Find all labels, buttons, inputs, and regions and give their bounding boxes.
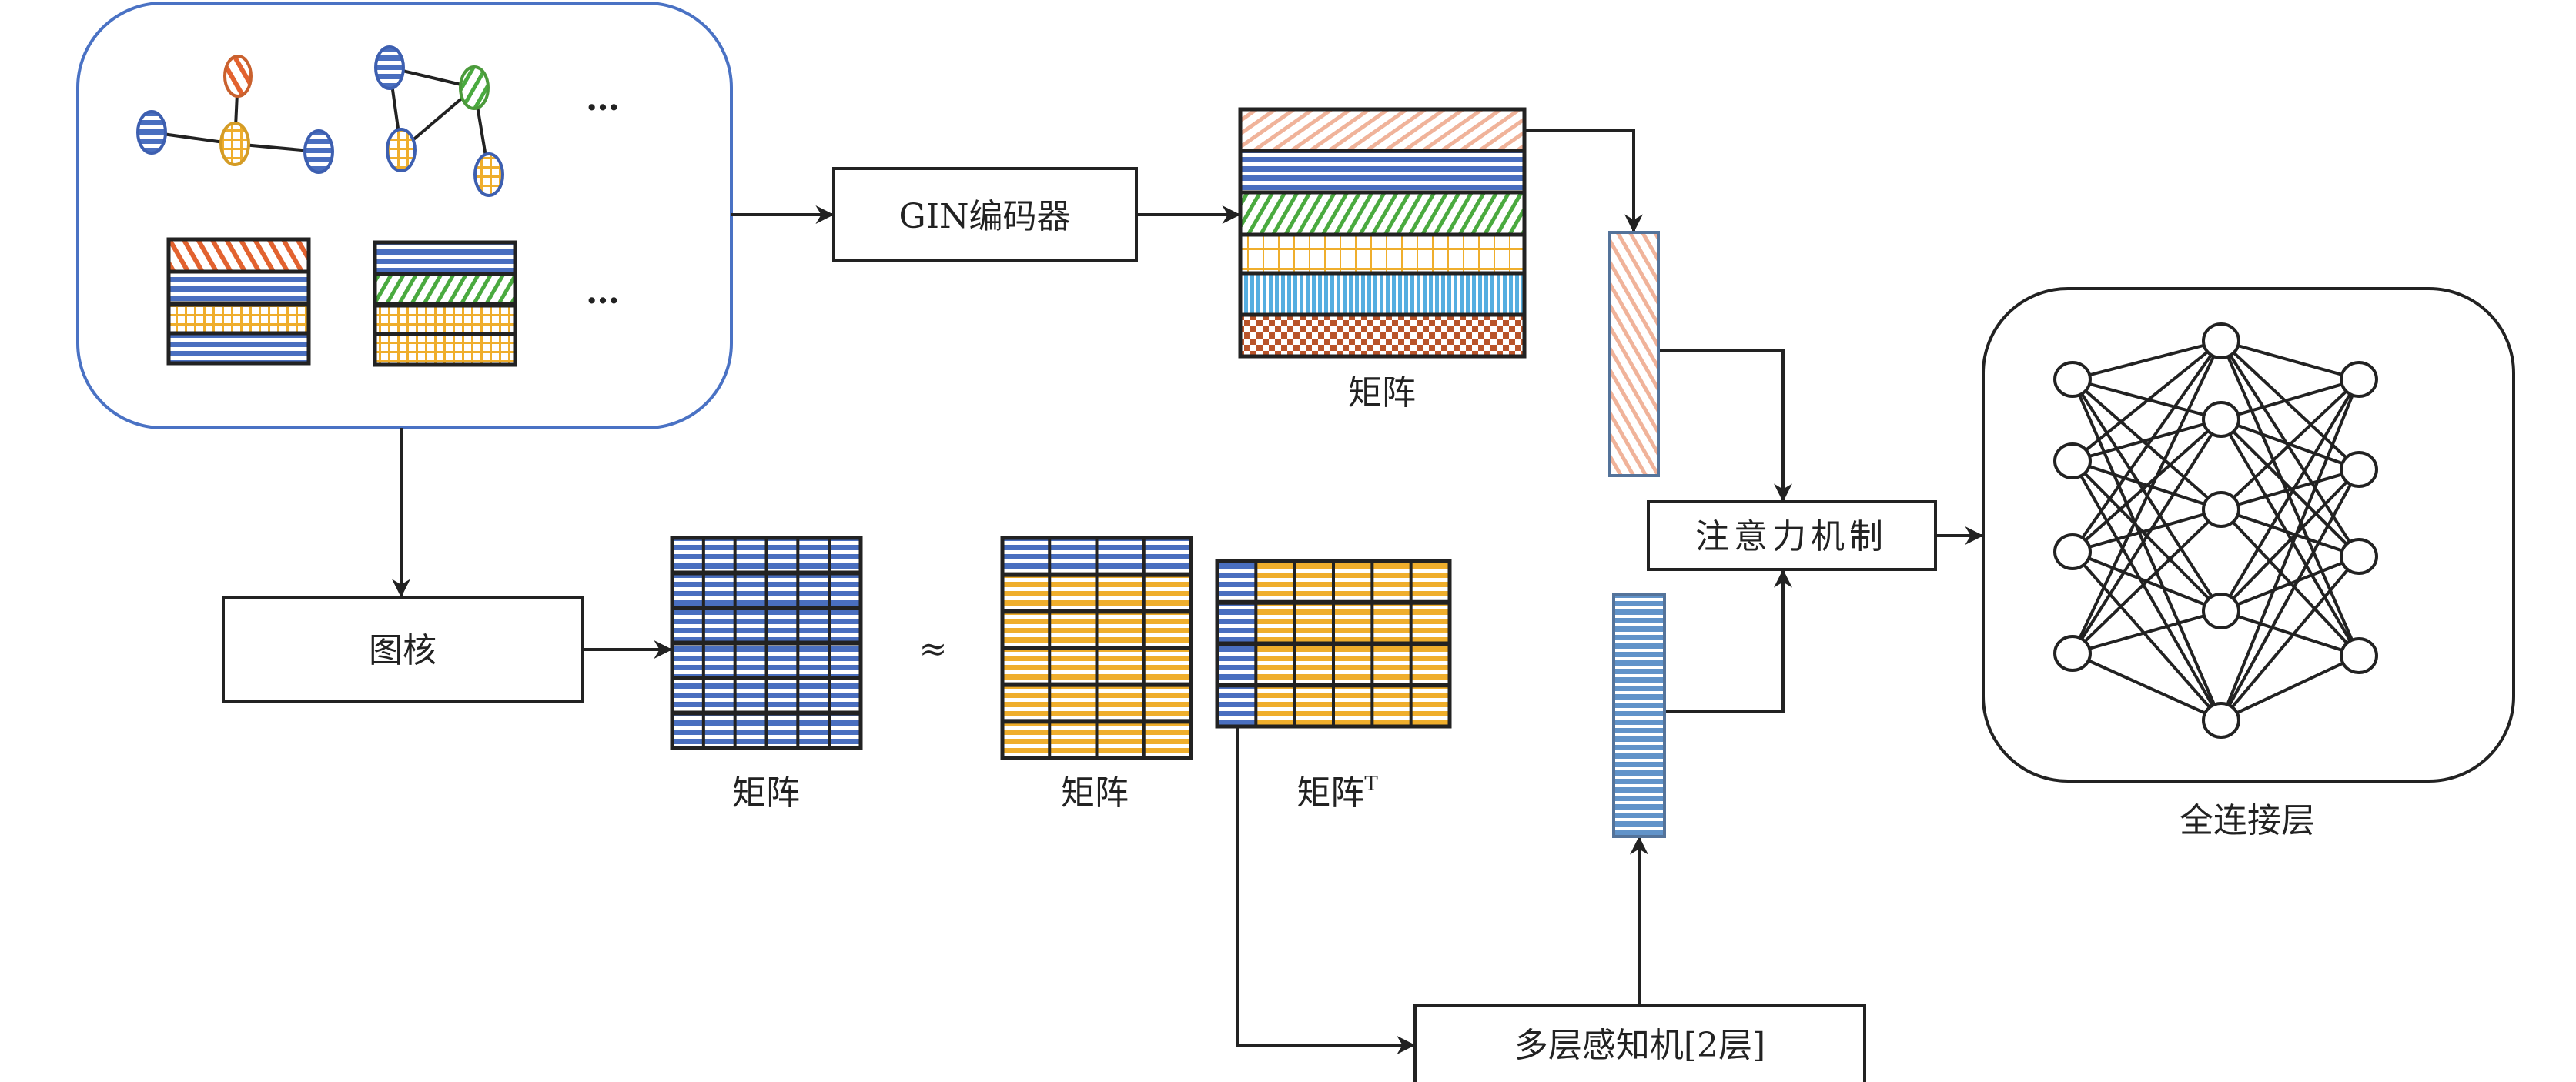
nn-edge: [2220, 654, 2360, 722]
gin-embedding-vector: [1608, 231, 1660, 477]
factor-matrix: 矩阵: [1000, 536, 1193, 813]
mlp-embedding-vector: [1612, 593, 1666, 838]
nn-edge: [2220, 609, 2360, 657]
fully-connected-label: 全连接层: [2180, 801, 2315, 840]
nn-edge: [2071, 508, 2223, 655]
feature-matrix-2: [373, 240, 517, 367]
nn-edge: [2220, 378, 2360, 613]
graph-node-green: [459, 65, 490, 110]
nn-neuron: [2053, 635, 2092, 672]
mlp-label: 多层感知机[2层]: [1514, 1026, 1765, 1065]
nn-edge: [2072, 508, 2222, 553]
input-panel: … …: [76, 2, 733, 429]
graph-node-blue: [303, 129, 334, 174]
nn-edge: [2072, 609, 2222, 655]
encoder-matrix: 矩阵: [1238, 107, 1527, 412]
ellipsis-matrices: …: [586, 272, 620, 312]
nn-edge: [2220, 339, 2360, 471]
approx-symbol: ≈: [919, 629, 948, 669]
nn-neuron: [2202, 491, 2240, 528]
nn-neuron: [2202, 593, 2240, 629]
nn-edge: [2072, 418, 2222, 463]
nn-edge: [2071, 340, 2223, 654]
nn-neuron: [2053, 442, 2092, 479]
arrow-blue-bar-to-attention: [1664, 569, 1792, 713]
attention-label: 注意力机制: [1695, 517, 1888, 556]
nn-edge: [2071, 418, 2223, 553]
nn-edge: [2220, 468, 2360, 511]
gin-encoder-label: GIN编码器: [898, 197, 1070, 236]
nn-edge: [2071, 550, 2223, 722]
arrow-matrix-to-pink-bar: [1524, 129, 1643, 233]
nn-edge: [2220, 468, 2360, 613]
graph-node-blue: [136, 110, 167, 155]
ellipsis-graphs: …: [586, 79, 620, 119]
nn-edge: [2220, 469, 2360, 721]
nn-edges: [2071, 339, 2360, 722]
nn-edge: [2220, 508, 2360, 558]
nn-neuron: [2202, 322, 2240, 359]
nn-neuron: [2202, 401, 2240, 438]
encoder-matrix-label: 矩阵: [1348, 373, 1416, 412]
feature-matrix-1: [166, 237, 311, 366]
nn-neuron: [2340, 361, 2378, 398]
gin-encoder-box[interactable]: GIN编码器: [832, 167, 1138, 262]
factor-matrix-t-label: 矩阵T: [1296, 773, 1378, 813]
fully-connected-panel: 全连接层: [1982, 287, 2515, 840]
nn-edge: [2220, 418, 2360, 657]
nn-edge: [2071, 339, 2223, 553]
nn-edge: [2071, 418, 2223, 655]
nn-neuron: [2340, 538, 2378, 575]
nn-edge: [2220, 379, 2360, 721]
nn-edge: [2072, 652, 2222, 722]
nn-neuron: [2340, 637, 2378, 674]
nn-neuron: [2053, 533, 2092, 570]
kernel-matrix-label: 矩阵: [732, 773, 800, 813]
nn-edge: [2220, 339, 2360, 558]
arrow-factor-to-mlp: [1236, 726, 1416, 1054]
nn-edge: [2071, 460, 2223, 721]
nn-neuron: [2053, 361, 2092, 398]
kernel-matrix: 矩阵: [670, 536, 863, 813]
graph-kernel-label: 图核: [369, 631, 437, 670]
nn-edge: [2220, 339, 2360, 381]
graph-node-blue: [374, 45, 405, 90]
nn-edge: [2220, 378, 2360, 421]
nn-edge: [2072, 339, 2222, 381]
nn-edge: [2071, 339, 2223, 463]
attention-box[interactable]: 注意力机制: [1647, 500, 1937, 571]
arrow-pink-bar-to-attention: [1658, 349, 1792, 503]
nn-edge: [2071, 379, 2223, 721]
fully-connected-frame: [1982, 287, 2515, 783]
graph-node-yellow: [386, 128, 417, 172]
nn-edge: [2220, 340, 2360, 656]
connectors: [392, 129, 1984, 1054]
nn-edge: [2220, 555, 2360, 613]
nn-nodes: [2053, 322, 2378, 739]
graph-node-orange: [223, 55, 253, 98]
graph-kernel-box[interactable]: 图核: [222, 596, 584, 703]
mlp-box[interactable]: 多层感知机[2层]: [1413, 1004, 1866, 1082]
graph-node-yellow: [473, 152, 504, 197]
nn-neuron: [2340, 451, 2378, 488]
graph-node-yellow: [219, 122, 250, 166]
factor-matrix-label: 矩阵: [1061, 773, 1129, 813]
nn-neuron: [2202, 702, 2240, 739]
nn-edge: [2220, 555, 2360, 722]
factor-matrix-transposed: 矩阵T: [1215, 559, 1452, 813]
nn-edge: [2220, 378, 2360, 511]
